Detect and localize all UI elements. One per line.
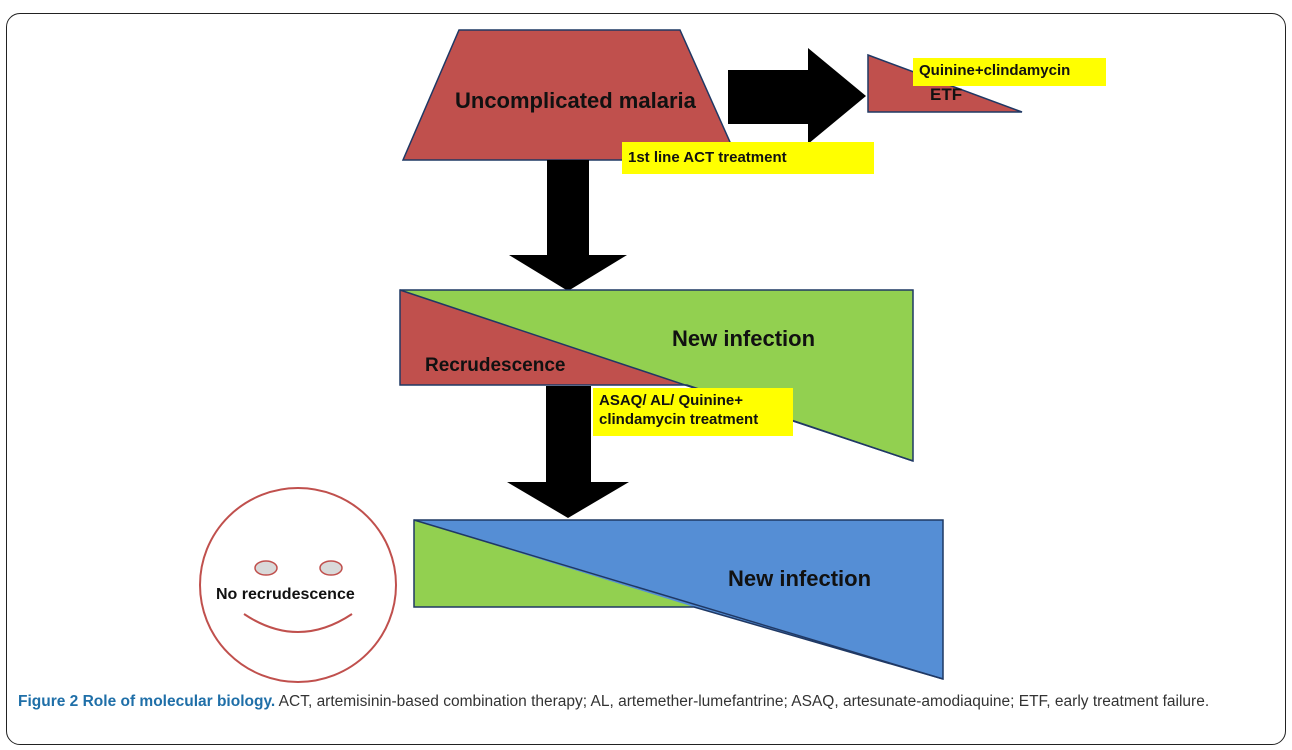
etf-treatment-label: Quinine+clindamycin <box>913 58 1106 86</box>
arrow-to-etf <box>728 48 866 144</box>
flow-diagram <box>199 29 1023 683</box>
caption-text: ACT, artemisinin-based combination thera… <box>275 693 1210 710</box>
smiley-right-eye <box>319 560 343 576</box>
recrudescence-label: Recrudescence <box>425 355 566 376</box>
arrow-down-2 <box>507 386 629 518</box>
second-line-treatment-line2: clindamycin treatment <box>599 411 759 428</box>
no-recrudescence-label: No recrudescence <box>216 586 355 603</box>
second-line-treatment-line1: ASAQ/ AL/ Quinine+ <box>599 392 744 409</box>
caption-figure-label: Figure 2 Role of molecular biology. <box>18 693 276 710</box>
smiley-face <box>199 487 397 683</box>
figure-caption: Figure 2 Role of molecular biology. ACT,… <box>18 690 1278 714</box>
second-line-treatment-label: ASAQ/ AL/ Quinine+ clindamycin treatment <box>593 388 793 436</box>
first-line-treatment-label: 1st line ACT treatment <box>622 142 874 174</box>
smiley-mouth <box>243 613 353 633</box>
bottom-node-outline <box>413 519 944 680</box>
uncomplicated-malaria-label: Uncomplicated malaria <box>455 88 696 113</box>
middle-new-infection-label: New infection <box>672 326 816 351</box>
bottom-node-divider <box>413 519 944 680</box>
bottom-new-infection-label: New infection <box>728 566 872 591</box>
etf-label: ETF <box>930 85 963 104</box>
middle-node-divider <box>399 289 914 462</box>
arrow-down-1 <box>509 160 627 291</box>
smiley-left-eye <box>254 560 278 576</box>
